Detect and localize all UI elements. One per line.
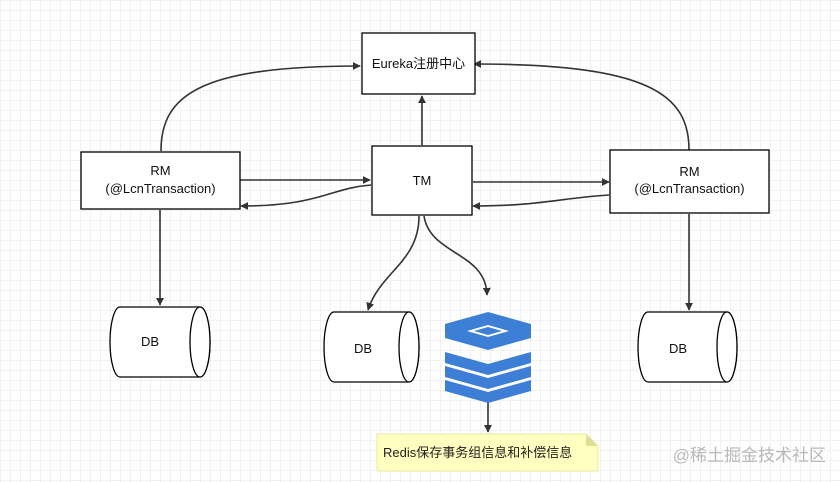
edge-tm-to-rm-left (240, 184, 372, 210)
db-right-node: DB (637, 311, 738, 383)
tm-label: TM (413, 173, 432, 188)
rm-right-node: RM (@LcnTransaction) (609, 149, 770, 214)
edge-rm-left-to-eureka (160, 62, 361, 152)
rm-left-annotation: (@LcnTransaction) (105, 181, 215, 196)
edge-tm-to-db (366, 215, 420, 311)
connectors (156, 60, 693, 433)
edge-rm-right-to-tm (472, 194, 610, 210)
watermark: @稀土掘金技术社区 (673, 446, 826, 465)
redis-note: Redis保存事务组信息和补偿信息 (376, 433, 599, 472)
edge-rm-right-to-eureka (473, 60, 690, 151)
rm-right-title: RM (679, 164, 699, 179)
db-right-label: DB (669, 341, 687, 356)
eureka-node: Eureka注册中心 (361, 32, 476, 95)
redis-stack-icon (445, 312, 531, 403)
redis-note-text: Redis保存事务组信息和补偿信息 (383, 445, 572, 460)
db-left-label: DB (141, 334, 159, 349)
rm-left-title: RM (150, 163, 170, 178)
edge-tm-to-redis (423, 215, 491, 296)
rm-left-node: RM (@LcnTransaction) (80, 151, 241, 210)
tm-node: TM (371, 145, 473, 216)
eureka-label: Eureka注册中心 (372, 56, 465, 71)
db-center-node: DB (323, 311, 420, 383)
rm-right-annotation: (@LcnTransaction) (634, 181, 744, 196)
db-left-node: DB (109, 306, 211, 378)
db-center-label: DB (354, 341, 372, 356)
